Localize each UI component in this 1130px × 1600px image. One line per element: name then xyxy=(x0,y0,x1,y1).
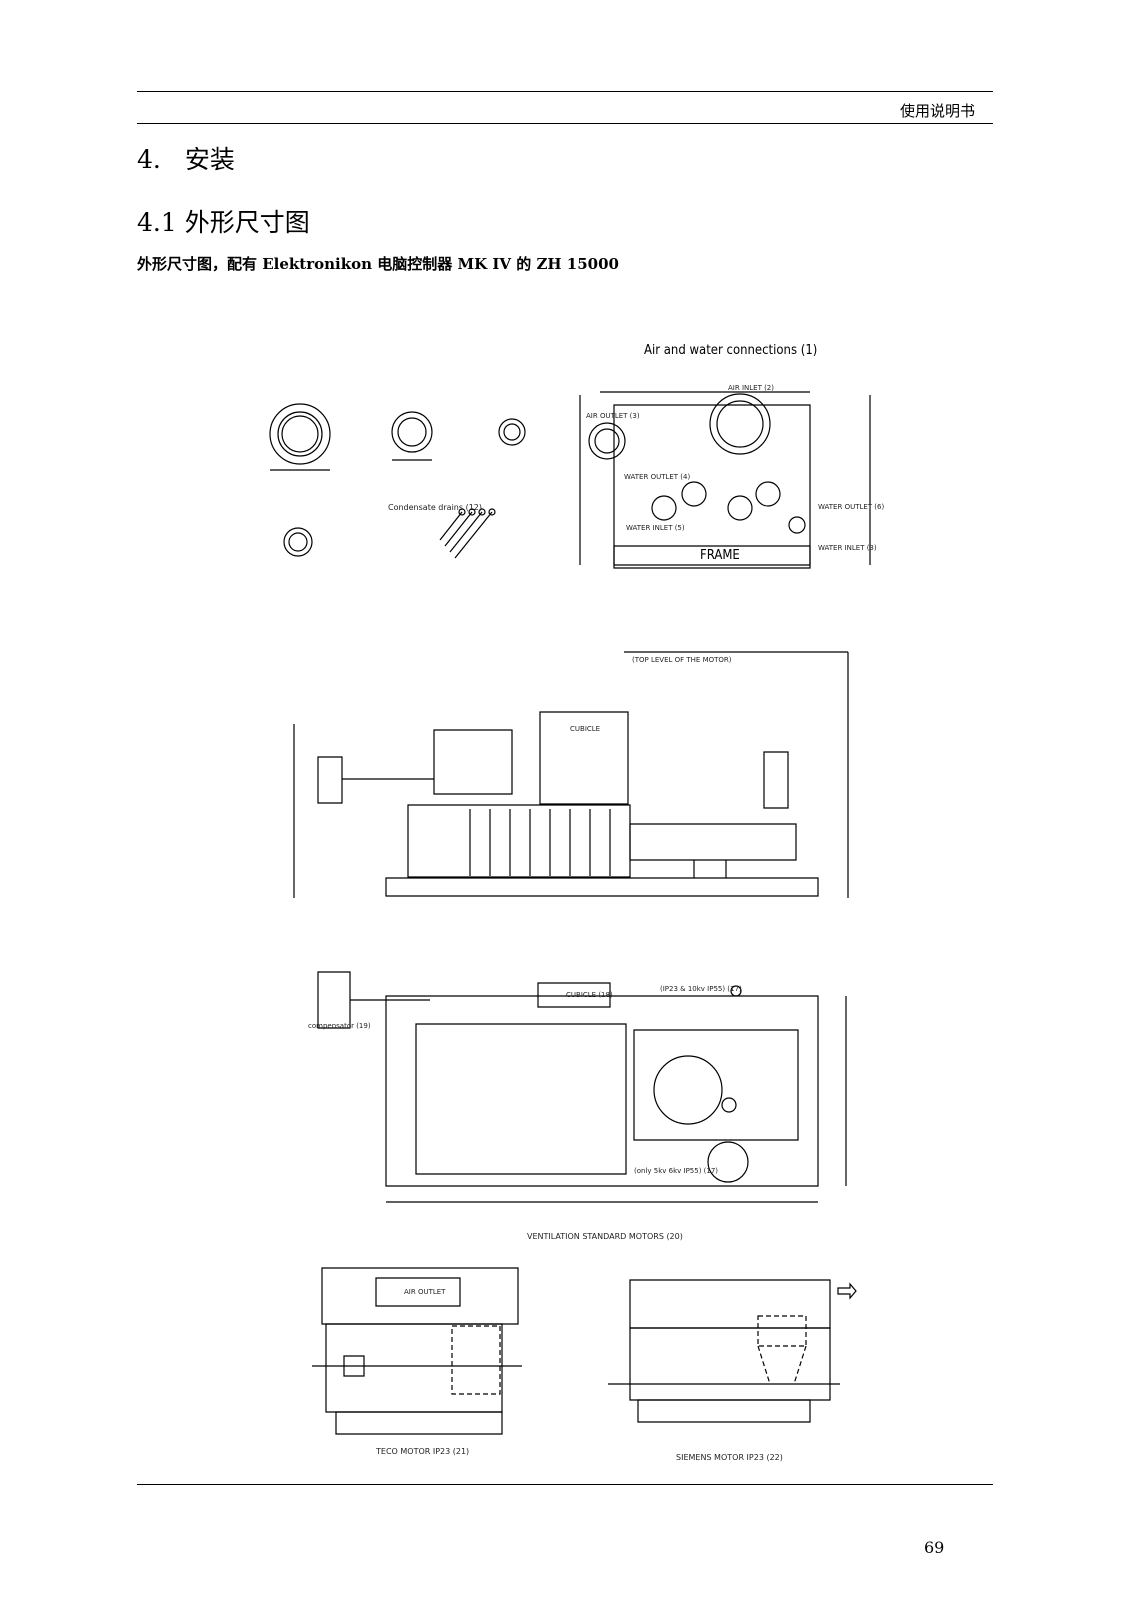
ip-note-bottom: (only 5kv 6kv IP55) (17) xyxy=(634,1167,719,1175)
connections-title: Air and water connections (1) xyxy=(644,343,818,358)
ip-note-top: (IP23 & 10kv IP55) (17) xyxy=(660,985,742,993)
water-inlet-label: WATER INLET (5) xyxy=(626,524,685,532)
subsection-heading: 4.1 外形尺寸图 xyxy=(137,208,310,237)
figure-caption: 外形尺寸图，配有 Elektronikon 电脑控制器 MK IV 的 ZH 1… xyxy=(137,255,619,273)
water-outlet-6-label: WATER OUTLET (6) xyxy=(818,503,885,511)
page-number: 69 xyxy=(924,1538,945,1557)
cubicle-top-label: CUBICLE (18) xyxy=(566,991,613,999)
air-outlet-label: AIR OUTLET (3) xyxy=(586,412,640,420)
section-number: 4. xyxy=(137,145,161,174)
section-title: 安装 xyxy=(184,145,235,174)
section-heading: 4. 安装 xyxy=(137,140,235,176)
teco-motor-caption: TECO MOTOR IP23 (21) xyxy=(376,1447,470,1456)
air-outlet-motor-label: AIR OUTLET xyxy=(404,1288,446,1296)
siemens-motor-caption: SIEMENS MOTOR IP23 (22) xyxy=(676,1453,783,1462)
water-inlet-3-label: WATER INLET (3) xyxy=(818,544,877,552)
compensator-label: compensator (19) xyxy=(308,1022,371,1030)
frame-label: FRAME xyxy=(700,548,740,563)
cubicle-side-label: CUBICLE xyxy=(570,725,601,733)
footer-rule xyxy=(137,1484,993,1485)
header-rule-top xyxy=(137,91,993,92)
header-rule-bottom xyxy=(137,123,993,124)
condensate-label: Condensate drains (12) xyxy=(388,503,482,512)
air-inlet-label: AIR INLET (2) xyxy=(728,384,774,392)
top-level-label: (TOP LEVEL OF THE MOTOR) xyxy=(632,656,732,664)
running-header: 使用说明书 xyxy=(899,102,975,120)
water-outlet-label: WATER OUTLET (4) xyxy=(624,473,691,481)
ventilation-caption: VENTILATION STANDARD MOTORS (20) xyxy=(527,1232,683,1241)
